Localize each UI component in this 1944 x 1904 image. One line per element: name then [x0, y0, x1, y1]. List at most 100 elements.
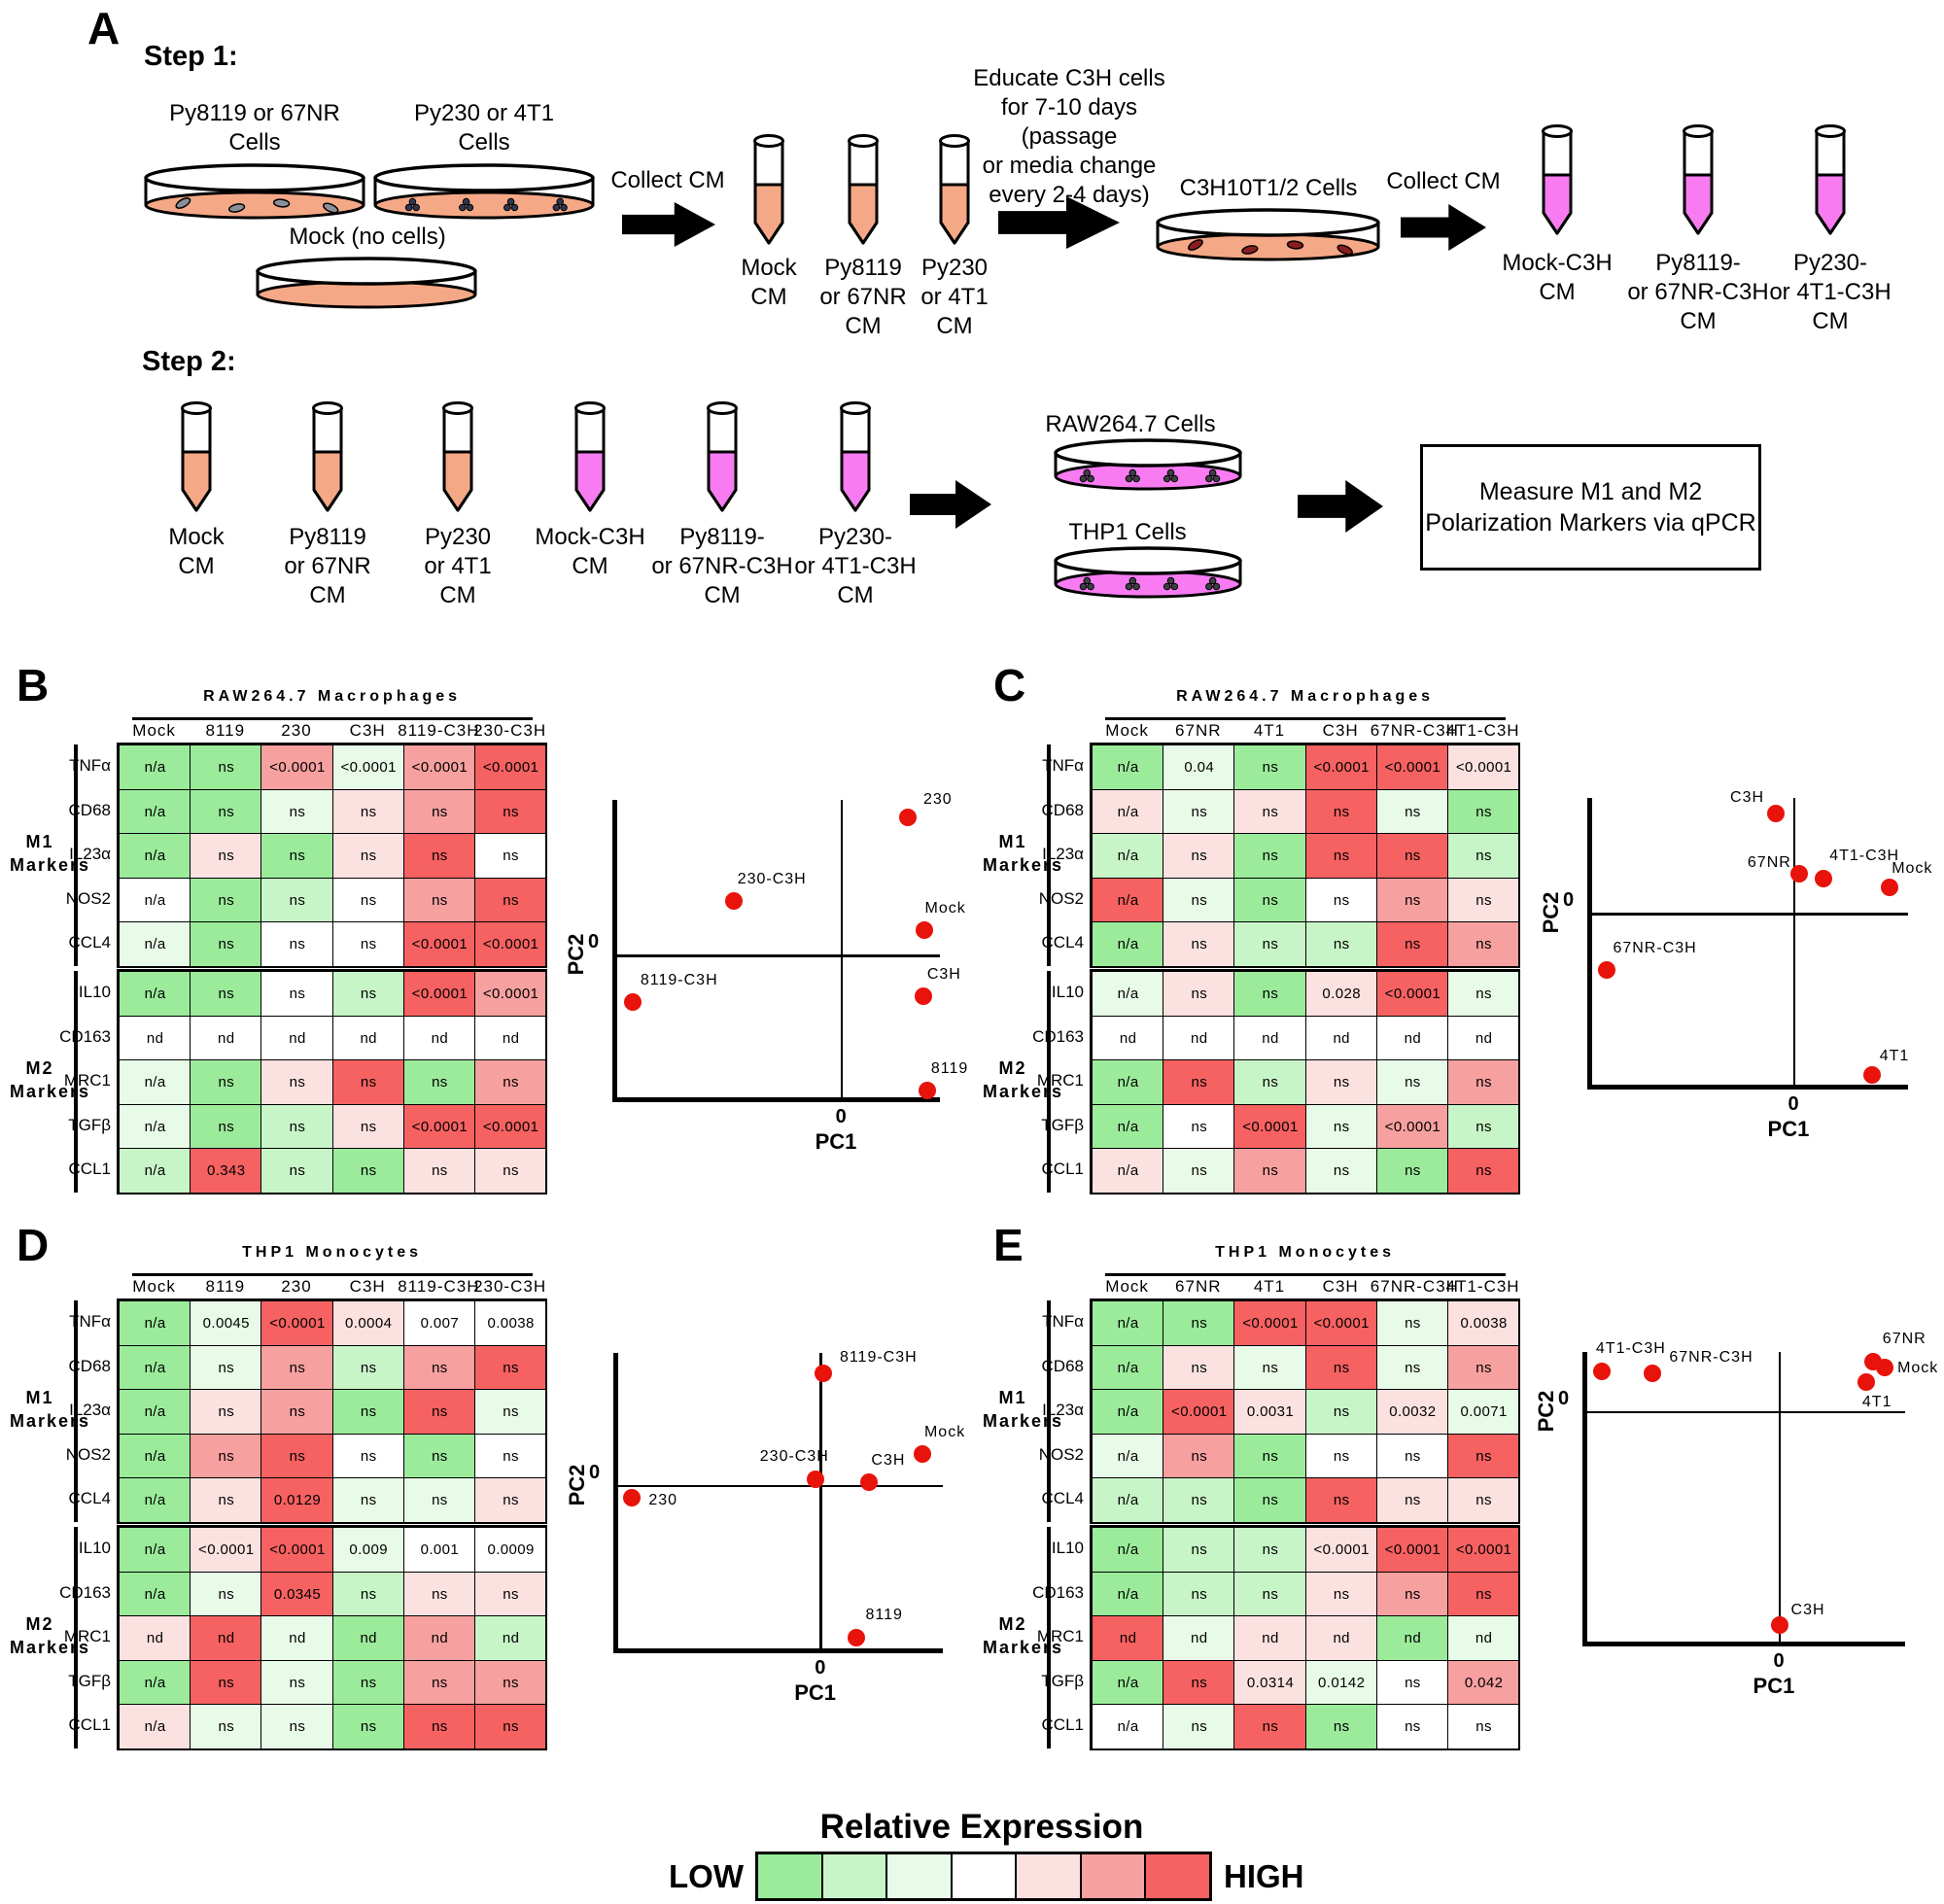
sample-tube-icon	[848, 134, 879, 245]
pc1-zero-line	[1792, 798, 1796, 1090]
text-line: CM	[1680, 308, 1717, 334]
text-line: or 67NR	[284, 553, 371, 579]
heatmap-cell: n/a	[119, 971, 192, 1018]
marker-label: IL23α	[1042, 1401, 1084, 1419]
heatmap-cell: n/a	[119, 788, 192, 835]
heatmap-cell: n/a	[1092, 1527, 1165, 1574]
heatmap-cell: ns	[1447, 833, 1521, 880]
heatmap-cell: n/a	[1092, 1148, 1165, 1194]
heatmap-cell: nd	[119, 1015, 192, 1061]
heatmap-cell: n/a	[1092, 1704, 1165, 1750]
y-axis	[613, 1353, 618, 1653]
marker-label: CCL1	[1041, 1160, 1084, 1178]
heatmap-cell: n/a	[1092, 877, 1165, 923]
group-name: M1	[25, 1387, 54, 1407]
group-sub: Markers	[10, 1081, 91, 1101]
heatmap-cell: ns	[190, 1344, 263, 1391]
pca-point-label: C3H	[871, 1452, 906, 1470]
heatmap-cell: ns	[1304, 1148, 1378, 1194]
thp1-dish-label: THP1 Cells	[1068, 519, 1187, 545]
group-sub: Markers	[10, 1637, 91, 1657]
heatmap-cell: nd	[1233, 1015, 1307, 1061]
heatmap-cell: ns	[1375, 921, 1449, 968]
heatmap-cell: n/a	[119, 1103, 192, 1150]
arrow-icon	[622, 202, 715, 247]
heatmap-cell: ns	[1304, 833, 1378, 880]
group-divider-bar	[74, 1527, 78, 1748]
column-header: Mock	[1105, 1277, 1149, 1296]
pca-point-label: 67NR	[1882, 1330, 1927, 1347]
heatmap-cell: ns	[260, 1659, 334, 1706]
heatmap-cell: 0.0045	[190, 1300, 263, 1347]
heatmap-cell: ns	[1447, 1148, 1521, 1194]
x-axis-label: PC1	[794, 1680, 837, 1705]
heatmap-cell: 0.04	[1163, 744, 1236, 791]
heatmap-cell: ns	[1233, 971, 1307, 1018]
heatmap-cell: ns	[190, 1433, 263, 1479]
pca-point-label: Mock	[1897, 1360, 1939, 1377]
marker-label: TGFβ	[68, 1115, 111, 1134]
heatmap-cell: ns	[1447, 788, 1521, 835]
pca-point-label: 230-C3H	[759, 1448, 829, 1466]
heatmap-cell: ns	[1163, 1300, 1236, 1347]
heatmap-cell: <0.0001	[1447, 744, 1521, 791]
marker-label: CCL4	[1041, 1489, 1084, 1507]
heatmap-cell: ns	[1233, 744, 1307, 791]
heatmap-cell: ns	[1163, 1704, 1236, 1750]
heatmap-cell: ns	[474, 1659, 548, 1706]
heatmap-cell: nd	[260, 1615, 334, 1662]
heatmap-cell: ns	[1447, 1344, 1521, 1391]
pca-point	[860, 1473, 879, 1492]
heatmap-title: THP1 Monocytes	[1215, 1244, 1396, 1261]
text-line: CM	[936, 313, 973, 339]
pca-point-label: 67NR-C3H	[1613, 940, 1697, 957]
heatmap-cell: nd	[190, 1015, 263, 1061]
text-line: Measure M1 and M2	[1478, 478, 1703, 505]
column-header: 8119	[205, 721, 246, 740]
column-header: C3H	[1322, 1277, 1359, 1296]
heatmap-cell: ns	[1447, 1477, 1521, 1524]
heatmap-cell: ns	[1375, 833, 1449, 880]
heatmap-cell: ns	[190, 921, 263, 968]
heatmap-cell: nd	[1375, 1015, 1449, 1061]
heatmap-cell: 0.042	[1447, 1659, 1521, 1706]
heatmap-cell: ns	[402, 1148, 476, 1194]
sample-tube-icon	[1815, 124, 1846, 235]
text-line: Py230-	[1792, 250, 1868, 276]
heatmap-cell: n/a	[119, 1389, 192, 1436]
marker-label: IL23α	[69, 1401, 111, 1419]
heatmap-cell: ns	[1447, 1103, 1521, 1150]
heatmap-cell: ns	[190, 1571, 263, 1617]
column-header: C3H	[349, 721, 386, 740]
heatmap-cell: <0.0001	[474, 1103, 548, 1150]
marker-label: CD68	[1041, 1356, 1084, 1375]
text-line: or 4T1-C3H	[1769, 279, 1892, 305]
marker-label: NOS2	[65, 888, 111, 908]
heatmap-cell: <0.0001	[1447, 1527, 1521, 1574]
group-divider-bar	[74, 744, 78, 966]
heatmap-cell: ns	[331, 1433, 405, 1479]
marker-label: CD68	[68, 800, 111, 819]
legend-color-bar	[755, 1852, 1212, 1901]
heatmap-cell: ns	[1375, 1344, 1449, 1391]
marker-label: NOS2	[1038, 888, 1084, 908]
marker-label: CCL4	[68, 933, 111, 952]
text-line: CM	[1812, 308, 1849, 334]
column-header: 67NR	[1175, 1277, 1222, 1296]
legend-scale: LOW HIGH	[622, 1852, 1341, 1901]
heatmap-cell: ns	[1304, 877, 1378, 923]
heatmap-cell: ns	[260, 877, 334, 923]
heatmap-cell: <0.0001	[1375, 1103, 1449, 1150]
heatmap-cell: ns	[1375, 1477, 1449, 1524]
arrow-icon	[1401, 204, 1486, 251]
heatmap-cell: nd	[1092, 1615, 1165, 1662]
legend-swatch	[1017, 1854, 1082, 1898]
heatmap-cell: n/a	[119, 1527, 192, 1574]
column-header: Mock	[132, 721, 176, 740]
y-zero-label: 0	[1558, 1387, 1570, 1409]
